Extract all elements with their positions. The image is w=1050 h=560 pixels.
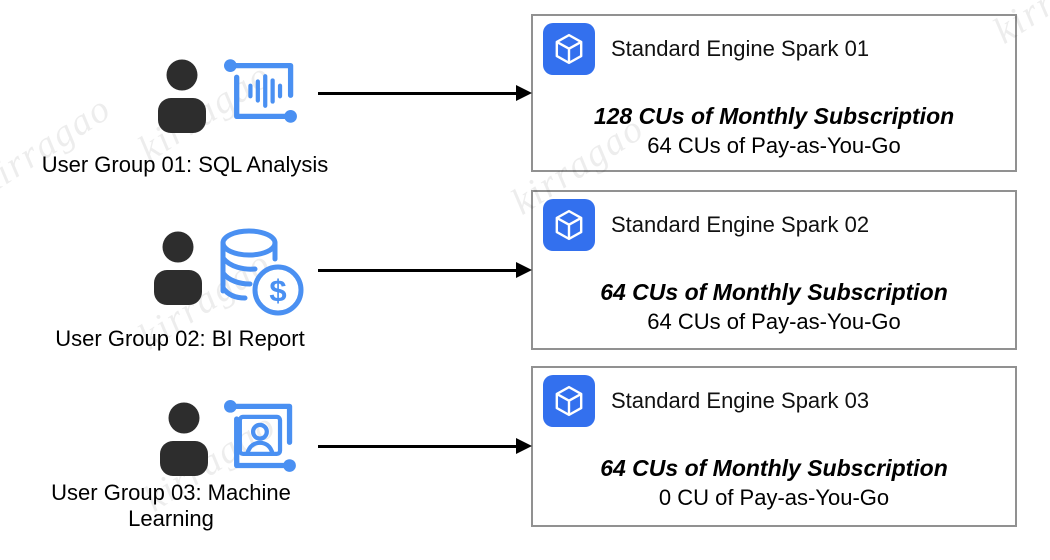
flow-arrow — [318, 438, 532, 454]
cube-icon — [543, 199, 595, 251]
person-icon — [158, 59, 206, 133]
person-icon — [154, 231, 202, 305]
payg-cu-text: 64 CUs of Pay-as-You-Go — [647, 309, 901, 334]
watermark: kirragao — [0, 86, 119, 204]
subscription-cu-text: 128 CUs of Monthly Subscription — [593, 103, 955, 129]
user-group-label: User Group 03: Machine Learning — [51, 480, 291, 531]
engine-box-3: Standard Engine Spark 03 64 CUs of Month… — [531, 366, 1017, 527]
flow-arrow — [318, 262, 532, 278]
engine-box-2: Standard Engine Spark 02 64 CUs of Month… — [531, 190, 1017, 350]
person-icon — [160, 402, 208, 476]
svg-text:$: $ — [269, 273, 286, 308]
cube-icon — [543, 23, 595, 75]
subscription-cu-text: 64 CUs of Monthly Subscription — [600, 279, 948, 305]
cube-icon — [543, 375, 595, 427]
person-frame-icon — [224, 400, 296, 472]
database-dollar-icon: $ — [220, 228, 304, 316]
user-group-label: User Group 02: BI Report — [55, 326, 305, 351]
engine-title: Standard Engine Spark 01 — [611, 36, 870, 61]
subscription-cu-text: 64 CUs of Monthly Subscription — [600, 455, 948, 481]
payg-cu-text: 0 CU of Pay-as-You-Go — [658, 485, 890, 510]
user-group-label: User Group 01: SQL Analysis — [41, 152, 329, 177]
engine-title: Standard Engine Spark 02 — [611, 212, 870, 237]
engine-title: Standard Engine Spark 03 — [611, 388, 870, 413]
audio-analysis-icon — [224, 59, 297, 123]
payg-cu-text: 64 CUs of Pay-as-You-Go — [647, 133, 901, 158]
flow-arrow — [318, 85, 532, 101]
engine-box-1: Standard Engine Spark 01 128 CUs of Mont… — [531, 14, 1017, 172]
